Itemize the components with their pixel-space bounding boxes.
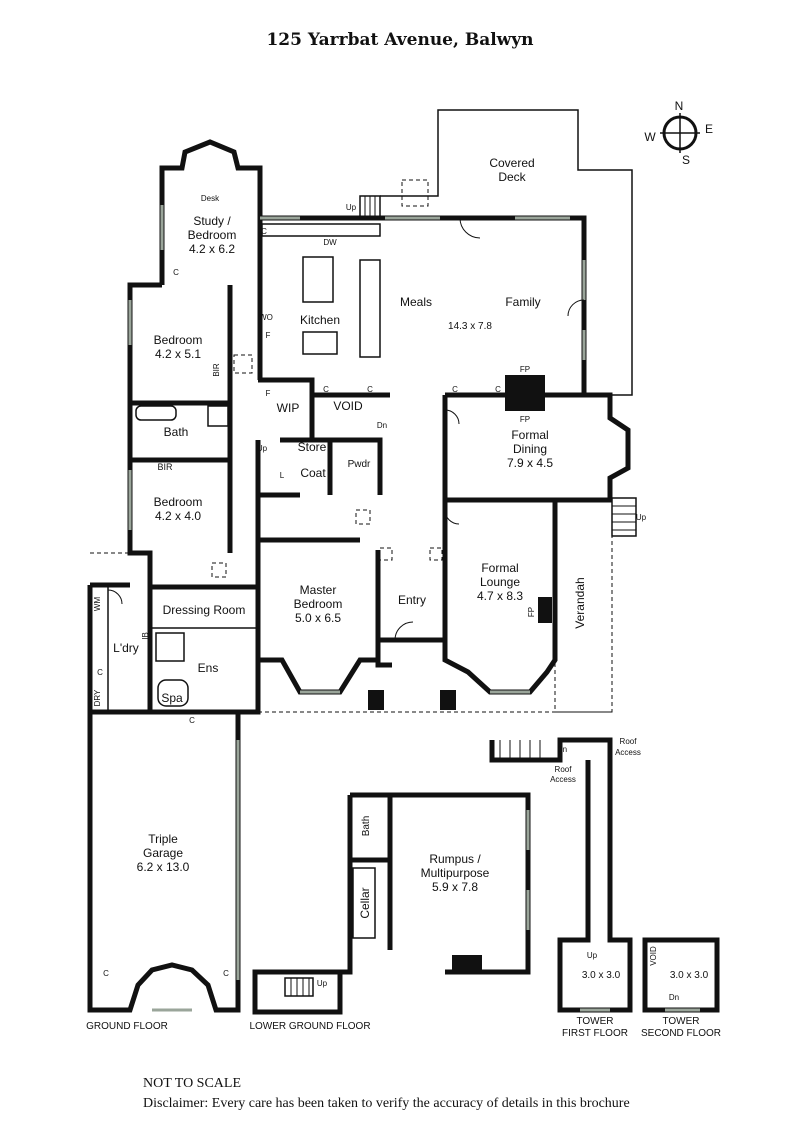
void-label: VOID — [333, 399, 363, 413]
page-title: 125 Yarrbat Avenue, Balwyn — [266, 30, 534, 50]
tower-first-floor-label-1: TOWER — [576, 1016, 613, 1027]
bir-label-1: BIR — [157, 462, 173, 472]
garage-dims: 6.2 x 13.0 — [137, 860, 190, 874]
compass-w: W — [644, 130, 656, 144]
formal-dining-label-1: Formal — [511, 428, 548, 442]
cellar-label: Cellar — [358, 887, 372, 918]
ens-label: Ens — [198, 661, 219, 675]
c-mark-9: C — [103, 969, 109, 978]
garage-label-2: Garage — [143, 846, 183, 860]
dn-mark-2: Dn — [557, 745, 567, 754]
ground-floor — [87, 109, 637, 1013]
bath-lower-label: Bath — [361, 816, 372, 837]
dn-mark-3: Dn — [669, 993, 679, 1002]
pwdr-label: Pwdr — [348, 459, 371, 470]
up-mark-3: Up — [257, 444, 268, 453]
dressing-room-label: Dressing Room — [163, 603, 246, 617]
up-mark-2: Up — [636, 513, 647, 522]
tower2-dims: 3.0 x 3.0 — [670, 970, 709, 981]
study-dims: 4.2 x 6.2 — [189, 242, 235, 256]
c-mark-5: C — [452, 385, 458, 394]
store-label: Store — [298, 440, 327, 454]
c-mark-4: C — [367, 385, 373, 394]
ib-label: IB — [141, 632, 150, 640]
tower2-void: VOID — [649, 946, 658, 966]
garage-label-1: Triple — [148, 832, 178, 846]
bedroom2-dims: 4.2 x 4.0 — [155, 509, 201, 523]
not-to-scale-note: NOT TO SCALE — [143, 1076, 242, 1091]
living-dims: 14.3 x 7.8 — [448, 321, 492, 332]
ground-floor-label: GROUND FLOOR — [86, 1021, 168, 1032]
fp-mark-2: FP — [520, 415, 530, 424]
c-mark-7: C — [189, 716, 195, 725]
tower-first-floor-label-2: FIRST FLOOR — [562, 1028, 628, 1039]
compass-icon: N E S W — [644, 99, 713, 167]
formal-lounge-dims: 4.7 x 8.3 — [477, 589, 523, 603]
ldry-label: L'dry — [113, 641, 139, 655]
master-label-1: Master — [300, 583, 337, 597]
dw-mark: DW — [323, 238, 337, 247]
covered-deck-label-2: Deck — [498, 170, 526, 184]
formal-lounge-label-1: Formal — [481, 561, 518, 575]
f-mark-1: F — [266, 331, 271, 340]
bath-label: Bath — [164, 425, 189, 439]
formal-lounge-label-2: Lounge — [480, 575, 520, 589]
master-label-2: Bedroom — [294, 597, 343, 611]
bir-label-2: BIR — [212, 363, 221, 377]
bedroom1-dims: 4.2 x 5.1 — [155, 347, 201, 361]
roof-access-2-line2: Access — [550, 775, 576, 784]
roof-access-1-line1: Roof — [620, 737, 638, 746]
formal-dining-label-2: Dining — [513, 442, 547, 456]
lower-ground-floor — [252, 792, 531, 1015]
roof-access-2-line1: Roof — [555, 765, 573, 774]
up-mark-4: Up — [317, 979, 328, 988]
kitchen-label: Kitchen — [300, 313, 340, 327]
c-mark-6: C — [495, 385, 501, 394]
fp-mark-1: FP — [520, 365, 530, 374]
covered-deck-label-1: Covered — [489, 156, 534, 170]
family-label: Family — [505, 295, 540, 309]
rumpus-label-2: Multipurpose — [421, 866, 490, 880]
rumpus-label-1: Rumpus / — [429, 852, 481, 866]
bedroom1-label: Bedroom — [154, 333, 203, 347]
study-label-2: Bedroom — [188, 228, 237, 242]
tower-second-floor-label-2: SECOND FLOOR — [641, 1028, 721, 1039]
disclaimer: Disclaimer: Every care has been taken to… — [143, 1096, 630, 1111]
study-label-1: Study / — [193, 214, 231, 228]
l-mark: L — [280, 471, 285, 480]
c-mark-2: C — [173, 268, 179, 277]
roof-access-1-line2: Access — [615, 748, 641, 757]
up-mark-1: Up — [346, 203, 357, 212]
wo-mark: WO — [259, 313, 273, 322]
f-mark-2: F — [266, 389, 271, 398]
compass-e: E — [705, 122, 713, 136]
formal-dining-dims: 7.9 x 4.5 — [507, 456, 553, 470]
lower-ground-floor-label: LOWER GROUND FLOOR — [249, 1021, 370, 1032]
tower1-dims: 3.0 x 3.0 — [582, 970, 621, 981]
compass-s: S — [682, 153, 690, 167]
dn-mark-1: Dn — [377, 421, 387, 430]
meals-label: Meals — [400, 295, 432, 309]
coat-label: Coat — [300, 466, 326, 480]
c-mark-1: C — [261, 227, 267, 236]
desk-label: Desk — [201, 194, 220, 203]
wm-label: WM — [93, 597, 102, 612]
dry-label: DRY — [93, 689, 102, 706]
rumpus-dims: 5.9 x 7.8 — [432, 880, 478, 894]
master-dims: 5.0 x 6.5 — [295, 611, 341, 625]
entry-label: Entry — [398, 593, 426, 607]
towers — [489, 737, 720, 1013]
tower-second-floor-label-1: TOWER — [662, 1016, 699, 1027]
spa-label: Spa — [161, 691, 183, 705]
up-mark-5: Up — [587, 951, 598, 960]
compass-n: N — [675, 99, 684, 113]
c-mark-8: C — [97, 668, 103, 677]
verandah-label: Verandah — [573, 577, 587, 628]
c-mark-3: C — [323, 385, 329, 394]
c-mark-10: C — [223, 969, 229, 978]
bedroom2-label: Bedroom — [154, 495, 203, 509]
fp-mark-3: FP — [527, 607, 536, 617]
wip-label: WIP — [277, 401, 300, 415]
